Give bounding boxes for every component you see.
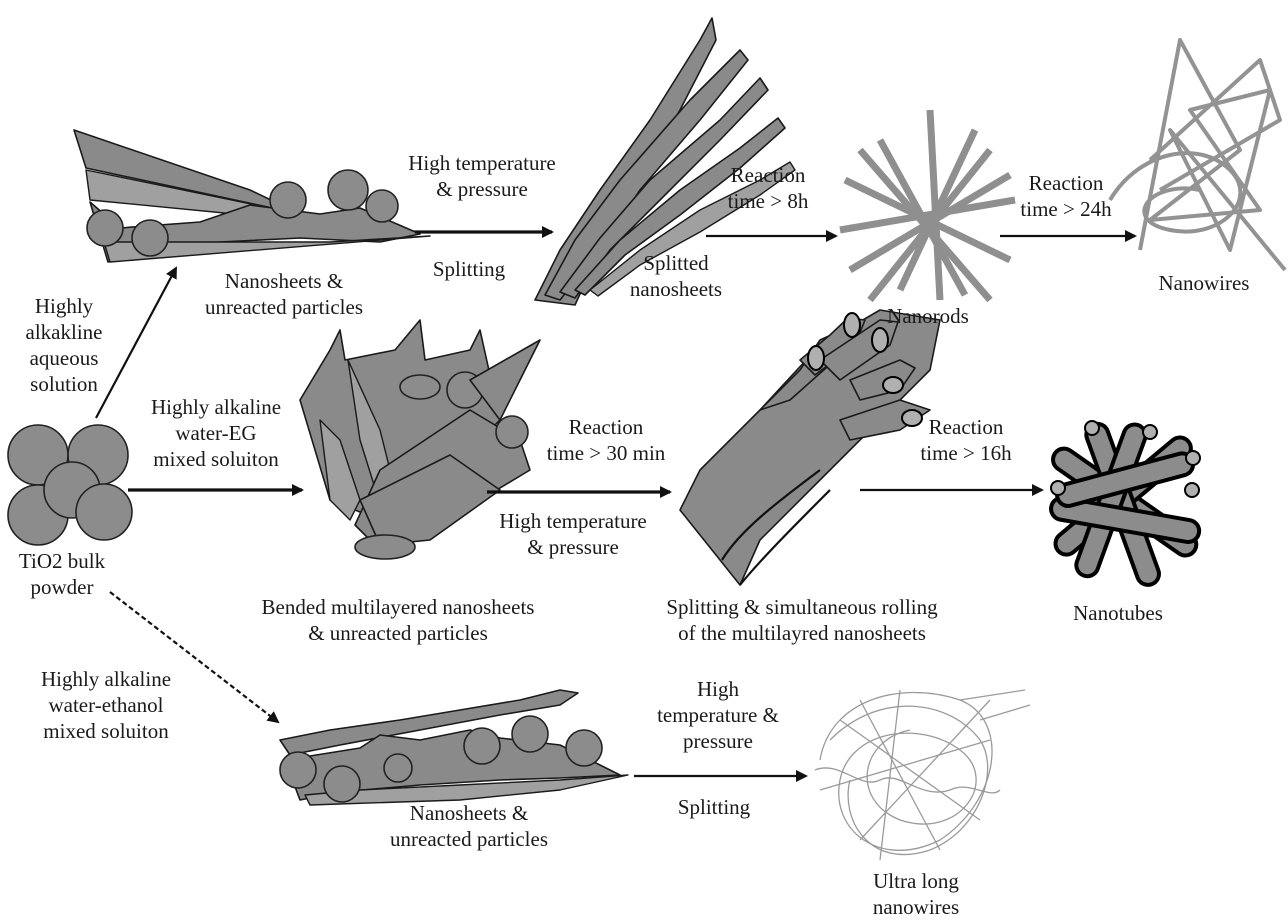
- tio2-bulk-particles: [8, 425, 132, 545]
- nanosheets-bottom-graphic: [280, 690, 628, 805]
- label-splitting-top: Splitting: [433, 256, 505, 282]
- nanorods-graphic: [840, 110, 1015, 300]
- label-ultra-long-nanowires: Ultra long nanowires: [873, 868, 959, 920]
- label-highly-alkaline-water-eg: Highly alkaline water-EG mixed soluiton: [151, 394, 281, 472]
- label-splitting-rolling: Splitting & simultaneous rolling of the …: [666, 594, 937, 646]
- label-reaction-24h: Reaction time > 24h: [1020, 170, 1111, 222]
- ultra-long-nanowires-graphic: [815, 690, 1030, 860]
- label-nanowires: Nanowires: [1159, 270, 1250, 296]
- label-reaction-30min: Reaction time > 30 min: [547, 414, 666, 466]
- label-bended-multilayered: Bended multilayered nanosheets & unreact…: [262, 594, 535, 646]
- label-splitting-bottom: Splitting: [678, 794, 750, 820]
- label-splitted-nanosheets: Splitted nanosheets: [630, 250, 722, 302]
- nanotubes-graphic: [1049, 421, 1201, 588]
- splitting-rolling-graphic: [680, 310, 940, 585]
- label-reaction-8h: Reaction time > 8h: [728, 162, 809, 214]
- label-high-temp-mid: High temperature & pressure: [499, 508, 647, 560]
- label-tio2-bulk-powder: TiO2 bulk powder: [19, 548, 105, 600]
- nanowires-graphic: [1110, 40, 1285, 270]
- label-highly-alkaline-water-ethanol: Highly alkaline water-ethanol mixed solu…: [41, 666, 171, 744]
- label-reaction-16h: Reaction time > 16h: [920, 414, 1011, 466]
- label-high-temp-bottom: High temperature & pressure: [657, 676, 779, 754]
- label-highly-alkaline-aqueous: Highly alkakline aqueous solution: [26, 293, 103, 397]
- label-high-temp-top: High temperature & pressure: [408, 150, 556, 202]
- nanosheets-top-graphic: [74, 130, 430, 262]
- label-nanorods: Nanorods: [887, 303, 969, 329]
- label-nanotubes: Nanotubes: [1073, 600, 1163, 626]
- label-nanosheets-bottom: Nanosheets & unreacted particles: [390, 800, 548, 852]
- label-nanosheets-top: Nanosheets & unreacted particles: [205, 268, 363, 320]
